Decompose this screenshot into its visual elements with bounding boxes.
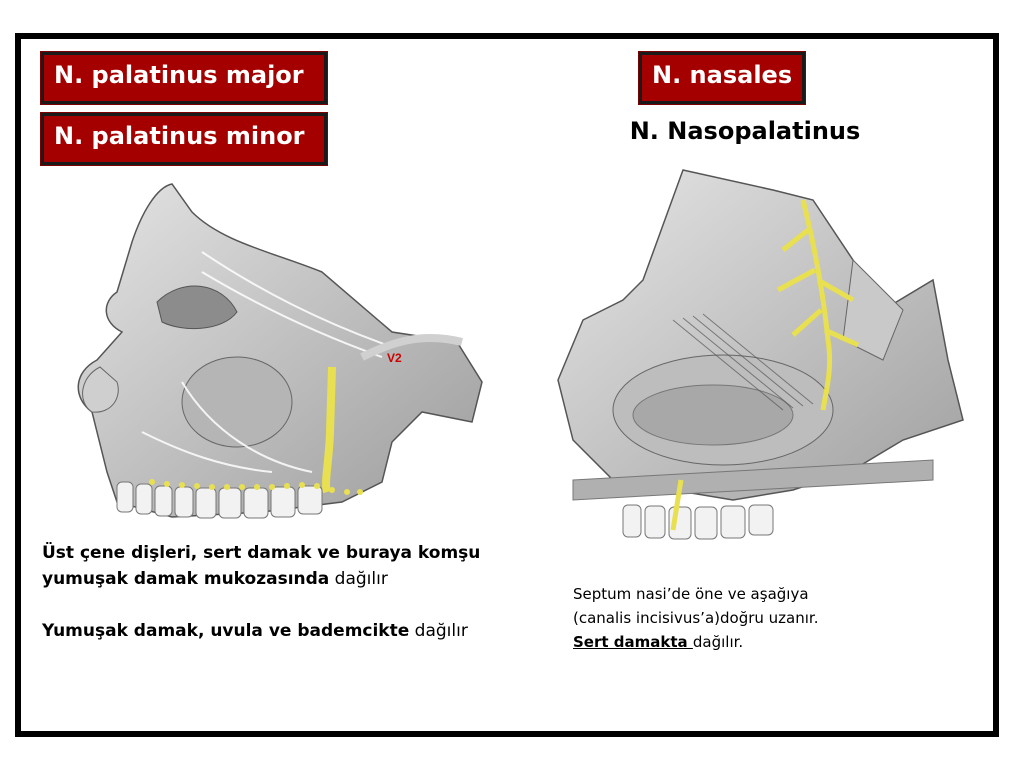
- right-caption-line-1: Septum nasi’de öne ve aşağıya: [573, 585, 809, 603]
- palatine-nerve-dots: [149, 479, 363, 495]
- right-caption-line-3: Sert damakta dağılır.: [573, 633, 744, 651]
- nasopalatine-nerve-highlight: [670, 199, 860, 531]
- label-nasopalatinus: N. Nasopalatinus: [629, 117, 861, 145]
- left-caption-line-3: Yumuşak damak, uvula ve bademcikte dağıl…: [42, 621, 468, 641]
- left-caption-line-1: Üst çene dişleri, sert damak ve buraya k…: [42, 543, 481, 563]
- left-anatomy-illustration: V2: [77, 183, 483, 519]
- label-palatinus-minor: N. palatinus minor: [40, 112, 328, 166]
- teeth-row-left: [116, 481, 323, 519]
- left-caption-line-2: yumuşak damak mukozasında dağılır: [42, 569, 388, 589]
- left-caption: Üst çene dişleri, sert damak ve buraya k…: [42, 540, 480, 644]
- palatine-nerve-highlight: [322, 366, 336, 494]
- right-caption-line-2: (canalis incisivus’a)doğru uzanır.: [573, 609, 819, 627]
- label-palatinus-major: N. palatinus major: [40, 51, 328, 105]
- label-nasales: N. nasales: [638, 51, 806, 105]
- right-caption: Septum nasi’de öne ve aşağıya (canalis i…: [573, 582, 818, 654]
- teeth-row-right: [622, 504, 774, 540]
- v2-marker: V2: [387, 351, 402, 365]
- right-anatomy-illustration: [557, 169, 964, 540]
- left-caption-spacer: [42, 592, 480, 618]
